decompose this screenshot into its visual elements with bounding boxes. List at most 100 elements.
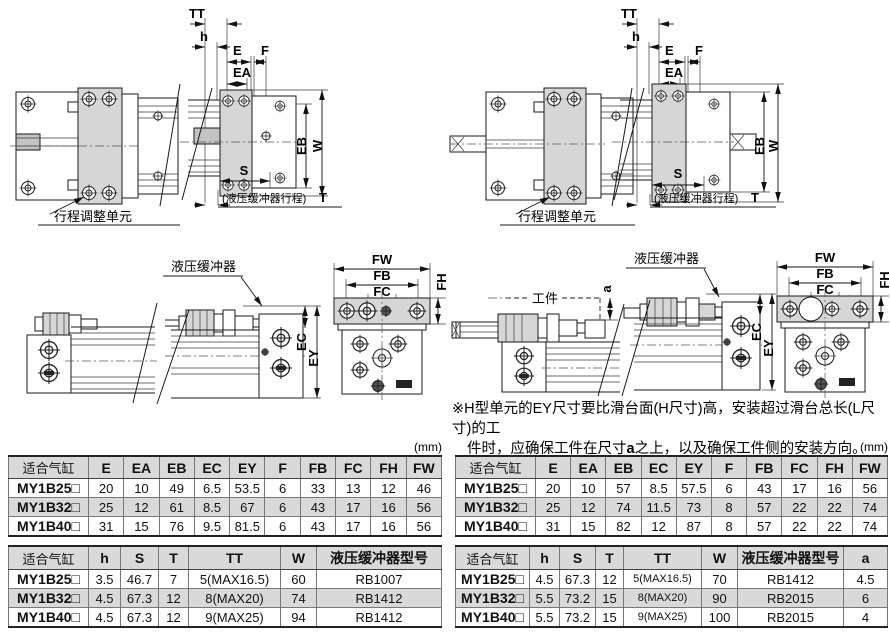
dim-label: FH xyxy=(434,273,449,290)
footnote-line2-dim-a: a xyxy=(626,441,635,457)
buffer-stroke-label: (液压缓冲器行程) xyxy=(654,191,738,205)
value-cell: 8 xyxy=(710,516,748,537)
drawing-side-view-right-2: 液压缓冲器 EC EY xyxy=(621,251,776,397)
drawing-plan-stroke-adjust-left: 行程调整单元 xyxy=(10,83,181,226)
value-cell: 73.2 xyxy=(559,588,596,608)
column-header: 液压缓冲器型号 xyxy=(737,545,844,570)
value-cell: 43 xyxy=(299,497,337,517)
leader-arrow xyxy=(703,268,720,298)
column-header: E xyxy=(534,455,572,479)
buffer-stroke-letter: T xyxy=(319,190,327,205)
value-cell: 67.3 xyxy=(559,569,596,589)
value-cell: 56 xyxy=(405,516,443,537)
value-cell: 22 xyxy=(781,497,818,517)
value-cell: 87 xyxy=(675,516,712,537)
value-cell: 4.5 xyxy=(88,588,121,608)
value-cell: 3.5 xyxy=(88,569,121,589)
value-cell: 16 xyxy=(816,478,853,498)
value-cell: RB2015 xyxy=(737,607,844,628)
stroke-adjust-label: 行程调整单元 xyxy=(54,209,132,224)
value-cell: 15 xyxy=(570,516,607,537)
drawing-plan-dimensioned-right: TT h E F EA EB W S (液压缓冲器行程) T xyxy=(612,6,784,208)
dim-label: FB xyxy=(373,268,390,283)
value-cell: 5(MAX16.5) xyxy=(188,569,281,589)
value-cell: 4.5 xyxy=(88,607,121,628)
dim-label: EC xyxy=(749,322,764,341)
value-cell: 5.5 xyxy=(529,588,560,608)
dim-label: EA xyxy=(233,65,252,80)
value-cell: 10 xyxy=(123,478,160,498)
column-header: FH xyxy=(370,455,407,479)
dim-label: E xyxy=(233,43,242,58)
dim-label: W xyxy=(310,139,325,152)
dim-label: S xyxy=(240,163,249,178)
value-cell: 43 xyxy=(299,516,337,537)
column-header: 适合气缸 xyxy=(455,455,536,479)
value-cell: RB1412 xyxy=(316,607,442,628)
dim-label: FH xyxy=(877,271,890,288)
value-cell: 25 xyxy=(87,497,125,517)
value-cell: 7 xyxy=(158,569,189,589)
value-cell: 4.5 xyxy=(843,569,888,589)
column-header: TT xyxy=(623,545,702,570)
value-cell: RB2015 xyxy=(737,588,844,608)
column-header: a xyxy=(843,545,888,570)
value-cell: 53.5 xyxy=(229,478,266,498)
model-cell: MY1B25□ xyxy=(455,569,530,589)
model-cell: MY1B32□ xyxy=(8,497,89,517)
model-cell: MY1B32□ xyxy=(455,497,536,517)
dim-label: EY xyxy=(761,339,776,357)
value-cell: 22 xyxy=(781,516,818,537)
value-cell: 15 xyxy=(123,516,160,537)
column-header: FB xyxy=(746,455,783,479)
value-cell: 20 xyxy=(534,478,572,498)
dim-label: EB xyxy=(752,137,767,155)
value-cell: 11.5 xyxy=(640,497,677,517)
value-cell: 10 xyxy=(570,478,607,498)
footnote-line1: ※H型单元的EY尺寸要比滑台面(H尺寸)高，安装超过滑台总长(L尺寸)的工 xyxy=(452,401,875,437)
hydraulic-buffer-label: 液压缓冲器 xyxy=(171,259,236,274)
column-header: W xyxy=(701,545,738,570)
unit-label: (mm) xyxy=(414,440,442,454)
column-header: EC xyxy=(640,455,677,479)
value-cell: 6 xyxy=(264,478,301,498)
value-cell: 8.5 xyxy=(640,478,677,498)
leader-arrow xyxy=(49,196,85,215)
value-cell: 56 xyxy=(405,497,443,517)
column-header: 适合气缸 xyxy=(455,545,530,570)
value-cell: 12 xyxy=(595,569,624,589)
dim-label: EY xyxy=(306,349,321,367)
buffer-stroke-letter: T xyxy=(751,190,759,205)
value-cell: 73 xyxy=(675,497,712,517)
value-cell: 46.7 xyxy=(120,569,159,589)
column-header: FW xyxy=(851,455,889,479)
value-cell: 9(MAX25) xyxy=(188,607,281,628)
footnote-line2-post: 之上，以及确保工件侧的安装方向。 xyxy=(634,441,867,457)
column-header: F xyxy=(264,455,301,479)
column-header: 适合气缸 xyxy=(8,545,89,570)
leader-arrow xyxy=(515,196,551,215)
value-cell: 6 xyxy=(264,497,301,517)
dim-label: S xyxy=(674,166,683,181)
unit-label: (mm) xyxy=(860,440,888,454)
value-cell: 57 xyxy=(605,478,642,498)
value-cell: 82 xyxy=(605,516,642,537)
value-cell: 74 xyxy=(851,516,889,537)
column-header: FH xyxy=(816,455,853,479)
footnote-line2: 件时，应确保工件在尺寸a之上，以及确保工件侧的安装方向。 xyxy=(452,439,888,459)
model-cell: MY1B40□ xyxy=(455,516,536,537)
